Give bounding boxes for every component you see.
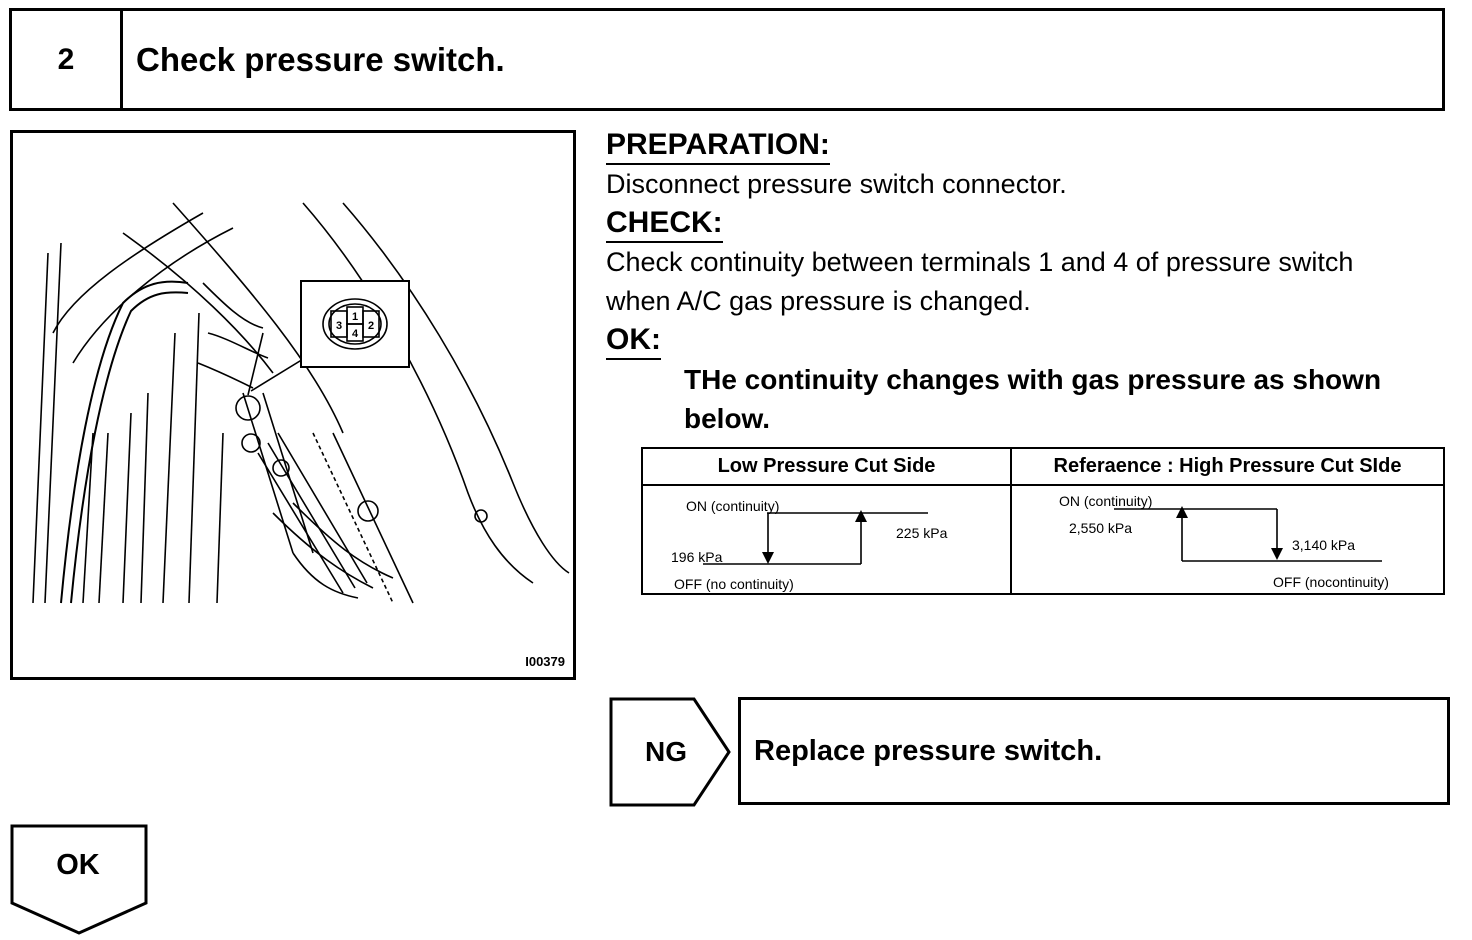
- figure-id: I00379: [525, 654, 565, 669]
- ok-arrow-icon: [10, 824, 148, 935]
- low-off-label: OFF (no continuity): [674, 576, 794, 592]
- step-header: 2 Check pressure switch.: [9, 8, 1445, 111]
- ng-action-text: Replace pressure switch.: [754, 735, 1103, 767]
- table-header-divider: [643, 484, 1443, 486]
- low-on-label: ON (continuity): [686, 498, 780, 514]
- ok-criteria-line-2: below.: [684, 403, 771, 434]
- ok-criteria-text: THe continuity changes with gas pressure…: [684, 360, 1464, 438]
- high-on-label: ON (continuity): [1059, 493, 1153, 509]
- terminal-4-label: 4: [352, 328, 359, 340]
- high-on-threshold: 2,550 kPa: [1069, 520, 1133, 536]
- high-off-threshold: 3,140 kPa: [1292, 537, 1356, 553]
- check-text-line-1: Check continuity between terminals 1 and…: [606, 247, 1354, 277]
- high-pressure-diagram: [1114, 506, 1382, 562]
- ng-arrow-icon: [609, 697, 731, 807]
- ng-label: NG: [645, 736, 687, 767]
- low-on-threshold: 225 kPa: [896, 525, 948, 541]
- ok-heading: OK:: [606, 323, 661, 360]
- terminal-2-label: 2: [368, 320, 374, 332]
- table-column-divider: [1010, 449, 1012, 593]
- ok-criteria-line-1: THe continuity changes with gas pressure…: [684, 364, 1382, 395]
- low-off-threshold: 196 kPa: [671, 549, 723, 565]
- high-off-label: OFF (nocontinuity): [1273, 574, 1389, 590]
- preparation-heading: PREPARATION:: [606, 128, 830, 165]
- check-heading: CHECK:: [606, 206, 723, 243]
- pressure-switch-illustration: 1 2 3 4: [32, 202, 570, 604]
- ok-label: OK: [56, 849, 100, 881]
- low-pressure-header: Low Pressure Cut Side: [717, 455, 936, 477]
- ng-action-box: Replace pressure switch.: [738, 697, 1450, 805]
- pressure-switch-table: Low Pressure Cut Side Referaence : High …: [641, 447, 1445, 595]
- step-number: 2: [12, 11, 123, 108]
- preparation-text: Disconnect pressure switch connector.: [606, 169, 1067, 199]
- check-text-line-2: when A/C gas pressure is changed.: [606, 286, 1031, 316]
- step-title: Check pressure switch.: [136, 41, 505, 78]
- low-pressure-diagram: [703, 510, 928, 565]
- illustration-figure: 1 2 3 4 I00379: [10, 130, 576, 680]
- high-pressure-header: Referaence : High Pressure Cut SIde: [1053, 455, 1402, 477]
- terminal-1-label: 1: [352, 311, 358, 323]
- terminal-3-label: 3: [336, 320, 342, 332]
